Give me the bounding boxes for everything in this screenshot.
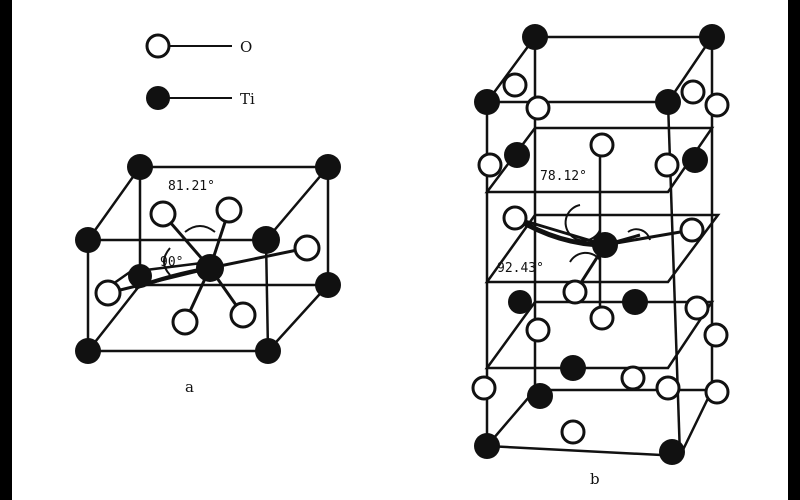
angle-label-b-top: 78.12° [540,169,587,184]
o-atom [215,196,243,224]
ti-atom-center [196,254,224,282]
angle-label-b-left: 92.43° [497,261,544,276]
ti-atom [560,355,586,381]
ti-atom [655,89,681,115]
o-atom [229,301,257,329]
ti-atoms-b [474,24,725,465]
o-atom [149,200,177,228]
o-atoms-a [94,196,321,336]
angle-label-a-top: 81.21° [168,179,215,194]
ti-atom [315,272,341,298]
ti-atom [128,264,152,288]
ti-atom [522,24,548,50]
unit-cell-a: 81.21° 90° a [75,154,341,396]
figure-canvas: O Ti [12,0,788,500]
o-atom [655,375,681,401]
ti-atom [504,142,530,168]
o-atom [704,92,730,118]
o-atom [589,132,615,158]
legend: O Ti [145,33,255,110]
legend-ti-atom [146,86,170,110]
ti-atom [474,433,500,459]
o-atoms-b [471,72,730,445]
o-atom [620,365,646,391]
o-atom [525,317,551,343]
ti-atom [474,89,500,115]
o-atom [704,379,730,405]
caption-b: b [590,470,600,488]
o-atom [703,322,729,348]
o-atom [171,308,199,336]
ti-atom [622,289,648,315]
ti-atom [75,338,101,364]
ti-atom [659,439,685,465]
o-atom [680,79,706,105]
ti-atom [255,338,281,364]
angle-label-a-left: 90° [160,255,183,270]
o-atom [94,279,122,307]
o-atom [679,217,705,243]
legend-o-atom [145,33,171,59]
ti-atom [508,290,532,314]
ti-atom-center [592,232,618,258]
ti-atom [527,383,553,409]
o-atom [589,305,615,331]
o-atom [293,234,321,262]
o-atom [562,279,588,305]
ti-atom [127,154,153,180]
legend-ti-label: Ti [240,90,255,108]
o-atom [471,375,497,401]
o-atom [684,295,710,321]
o-atom [654,152,680,178]
ti-atom [252,226,280,254]
legend-o-label: O [240,38,252,56]
unit-cell-b: 78.12° 92.43° b [471,24,730,488]
o-atom [560,419,586,445]
o-atom [525,95,551,121]
ti-atom [315,154,341,180]
o-atom [477,152,503,178]
ti-atom [75,227,101,253]
ti-atoms-a [75,154,341,364]
caption-a: a [185,378,194,396]
ti-atom [699,24,725,50]
crystal-structure-diagram: O Ti [75,24,730,488]
o-atom [502,72,528,98]
ti-atom [682,147,708,173]
o-atom [502,205,528,231]
